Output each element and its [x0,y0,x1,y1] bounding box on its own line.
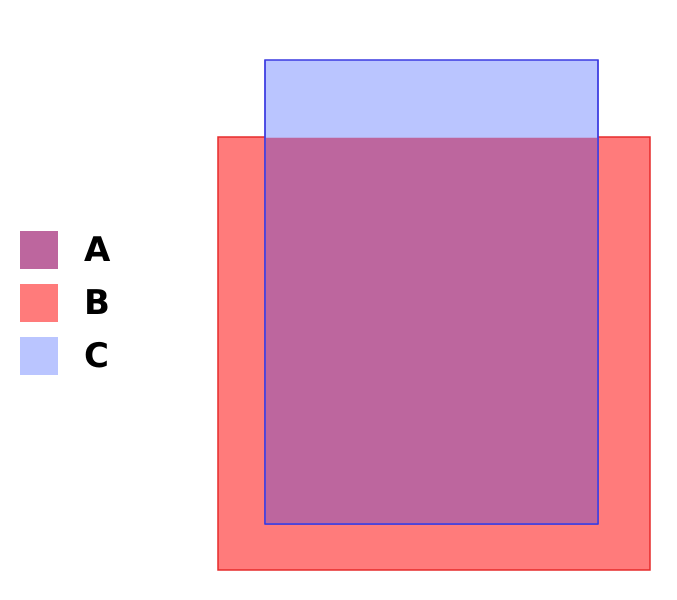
legend-swatch-c [20,337,58,375]
legend-item-a: A [20,230,110,270]
legend: A B C [20,230,110,389]
legend-label-a: A [84,230,111,270]
legend-item-c: C [20,336,110,376]
legend-swatch-b [20,284,58,322]
legend-label-b: B [84,283,110,323]
legend-item-b: B [20,283,110,323]
legend-label-c: C [84,336,109,376]
legend-swatch-a [20,231,58,269]
rect-overlap-a [265,137,598,524]
